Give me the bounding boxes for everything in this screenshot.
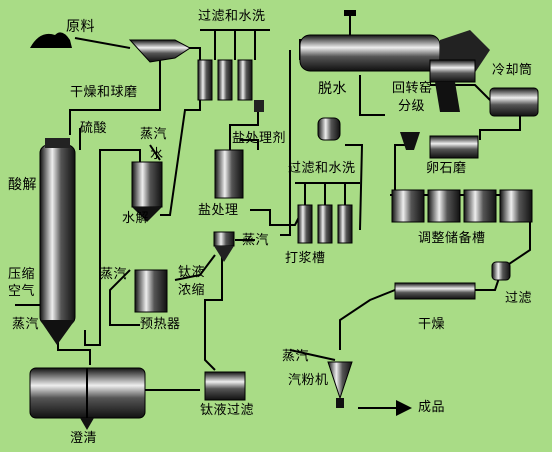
- label-classification: 分级: [398, 99, 426, 114]
- label-titanium-liquid: 钛液: [178, 265, 206, 280]
- label-drying: 干燥: [418, 317, 446, 332]
- label-water: 水: [150, 147, 164, 162]
- label-filter-right: 过滤: [505, 291, 533, 306]
- label-salt-treatment: 盐处理: [198, 203, 239, 218]
- label-cooler: 冷却筒: [492, 63, 533, 78]
- preheater-icon: [134, 269, 168, 313]
- buffer-vessel-icon: [317, 117, 341, 141]
- top-filter-bank-icon: [197, 59, 264, 112]
- label-dehydration: 脱水: [318, 81, 347, 97]
- classifier-icon: [400, 132, 420, 150]
- jet-mill-icon: [327, 361, 353, 408]
- label-clarification: 澄清: [70, 431, 98, 446]
- label-product: 成品: [418, 400, 446, 415]
- dryer-icon: [394, 282, 476, 300]
- ti-liquid-filter-icon: [204, 371, 246, 401]
- label-jet-mill: 汽粉机: [288, 373, 329, 388]
- concentrator-icon: [213, 231, 235, 262]
- label-pebble-mill: 卵石磨: [426, 161, 467, 176]
- label-slurry-tank: 打浆槽: [285, 251, 326, 266]
- label-compressed: 压缩: [8, 267, 36, 282]
- salt-treatment-tank-icon: [214, 149, 244, 199]
- clarifier-icon: [29, 367, 146, 430]
- cooler-drum-icon: [489, 87, 539, 117]
- label-ti-liquid-filter: 钛液过滤: [200, 403, 255, 418]
- ball-mill-icon: [128, 39, 191, 63]
- right-filter-icon: [491, 261, 511, 281]
- storage-tanks-icon: [391, 189, 533, 223]
- label-concentrate: 浓缩: [178, 283, 206, 298]
- pebble-mill-icon: [429, 135, 479, 159]
- label-steam-hydrolysis: 蒸汽: [140, 127, 168, 142]
- rotary-kiln-icon: [429, 59, 476, 112]
- digestion-tower-icon: [39, 138, 76, 345]
- label-air: 空气: [8, 284, 36, 299]
- label-filter-wash-mid: 过滤和水洗: [288, 161, 356, 176]
- label-rotary-kiln: 回转窑: [392, 81, 433, 96]
- label-acid-digestion: 酸解: [8, 177, 37, 193]
- hydrolysis-tank-icon: [131, 161, 163, 222]
- label-sulfuric-acid: 硫酸: [80, 121, 108, 136]
- label-preheater: 预热器: [140, 317, 181, 332]
- label-steam-preheat: 蒸汽: [100, 267, 128, 282]
- label-steam-left: 蒸汽: [12, 317, 40, 332]
- label-hydrolysis: 水解: [122, 211, 150, 226]
- label-adjust-storage-tank: 调整储备槽: [418, 231, 486, 246]
- label-steam-mid: 蒸汽: [242, 233, 270, 248]
- label-raw-material: 原料: [66, 19, 95, 35]
- label-salt-agent: 盐处理剂: [232, 131, 287, 146]
- label-filter-wash-top: 过滤和水洗: [198, 9, 266, 24]
- label-steam-jet: 蒸汽: [282, 349, 310, 364]
- raw-material-pile-icon: [30, 32, 72, 48]
- label-drying-ball-mill: 干燥和球磨: [70, 85, 138, 100]
- mid-filter-bank-icon: [297, 204, 353, 244]
